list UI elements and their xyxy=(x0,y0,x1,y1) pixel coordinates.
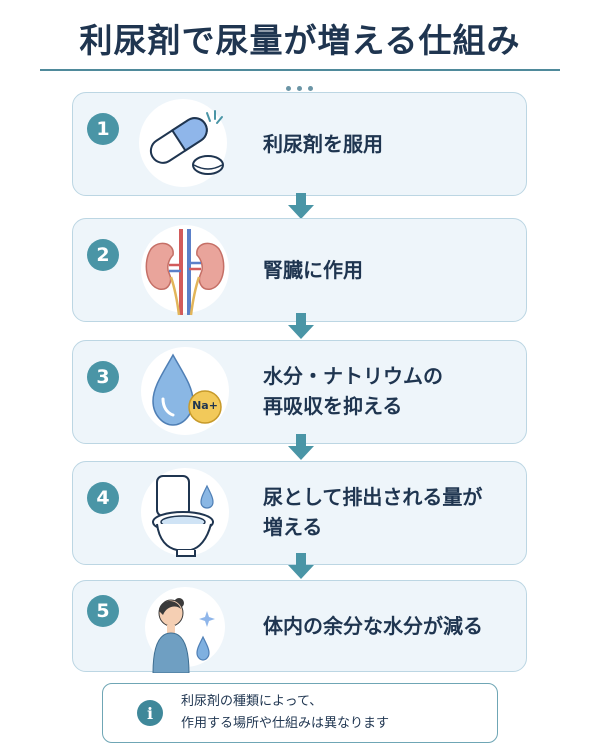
sodium-label: Na+ xyxy=(192,399,218,412)
step-text: 利尿剤を服用 xyxy=(263,132,383,156)
step-text: 尿として排出される量が 増える xyxy=(263,485,483,539)
divider-dots xyxy=(283,76,323,91)
arrow-down-icon xyxy=(288,553,314,579)
step-number: 5 xyxy=(87,595,119,627)
step-number: 1 xyxy=(87,113,119,145)
water-drop-sodium-icon: Na+ xyxy=(133,341,238,443)
kidney-icon xyxy=(133,219,238,321)
step-number: 3 xyxy=(87,361,119,393)
arrow-down-icon xyxy=(288,313,314,339)
step-number: 4 xyxy=(87,482,119,514)
step-card-2: 2 腎臓に作用 xyxy=(72,218,527,322)
step-text: 体内の余分な水分が減る xyxy=(263,614,483,638)
pill-capsule-icon xyxy=(133,93,238,195)
info-icon: i xyxy=(137,700,163,726)
step-card-4: 4 尿として排出される量が 増える xyxy=(72,461,527,565)
arrow-down-icon xyxy=(288,193,314,219)
step-number: 2 xyxy=(87,239,119,271)
info-note: i 利尿剤の種類によって、 作用する場所や仕組みは異なります xyxy=(102,683,498,743)
step-card-1: 1 利尿剤を服用 xyxy=(72,92,527,196)
step-text: 腎臓に作用 xyxy=(263,258,363,282)
note-text: 利尿剤の種類によって、 作用する場所や仕組みは異なります xyxy=(181,694,390,732)
step-card-3: 3 Na+ 水分・ナトリウムの 再吸収を抑える xyxy=(72,340,527,444)
person-water-icon xyxy=(133,581,238,673)
toilet-icon xyxy=(133,462,238,564)
page-title: 利尿剤で尿量が増える仕組み xyxy=(79,21,521,60)
step-card-5: 5 体内の余分な水分が減る xyxy=(72,580,527,673)
arrow-down-icon xyxy=(288,434,314,460)
step-text: 水分・ナトリウムの 再吸収を抑える xyxy=(263,364,443,418)
title-divider xyxy=(40,69,560,71)
